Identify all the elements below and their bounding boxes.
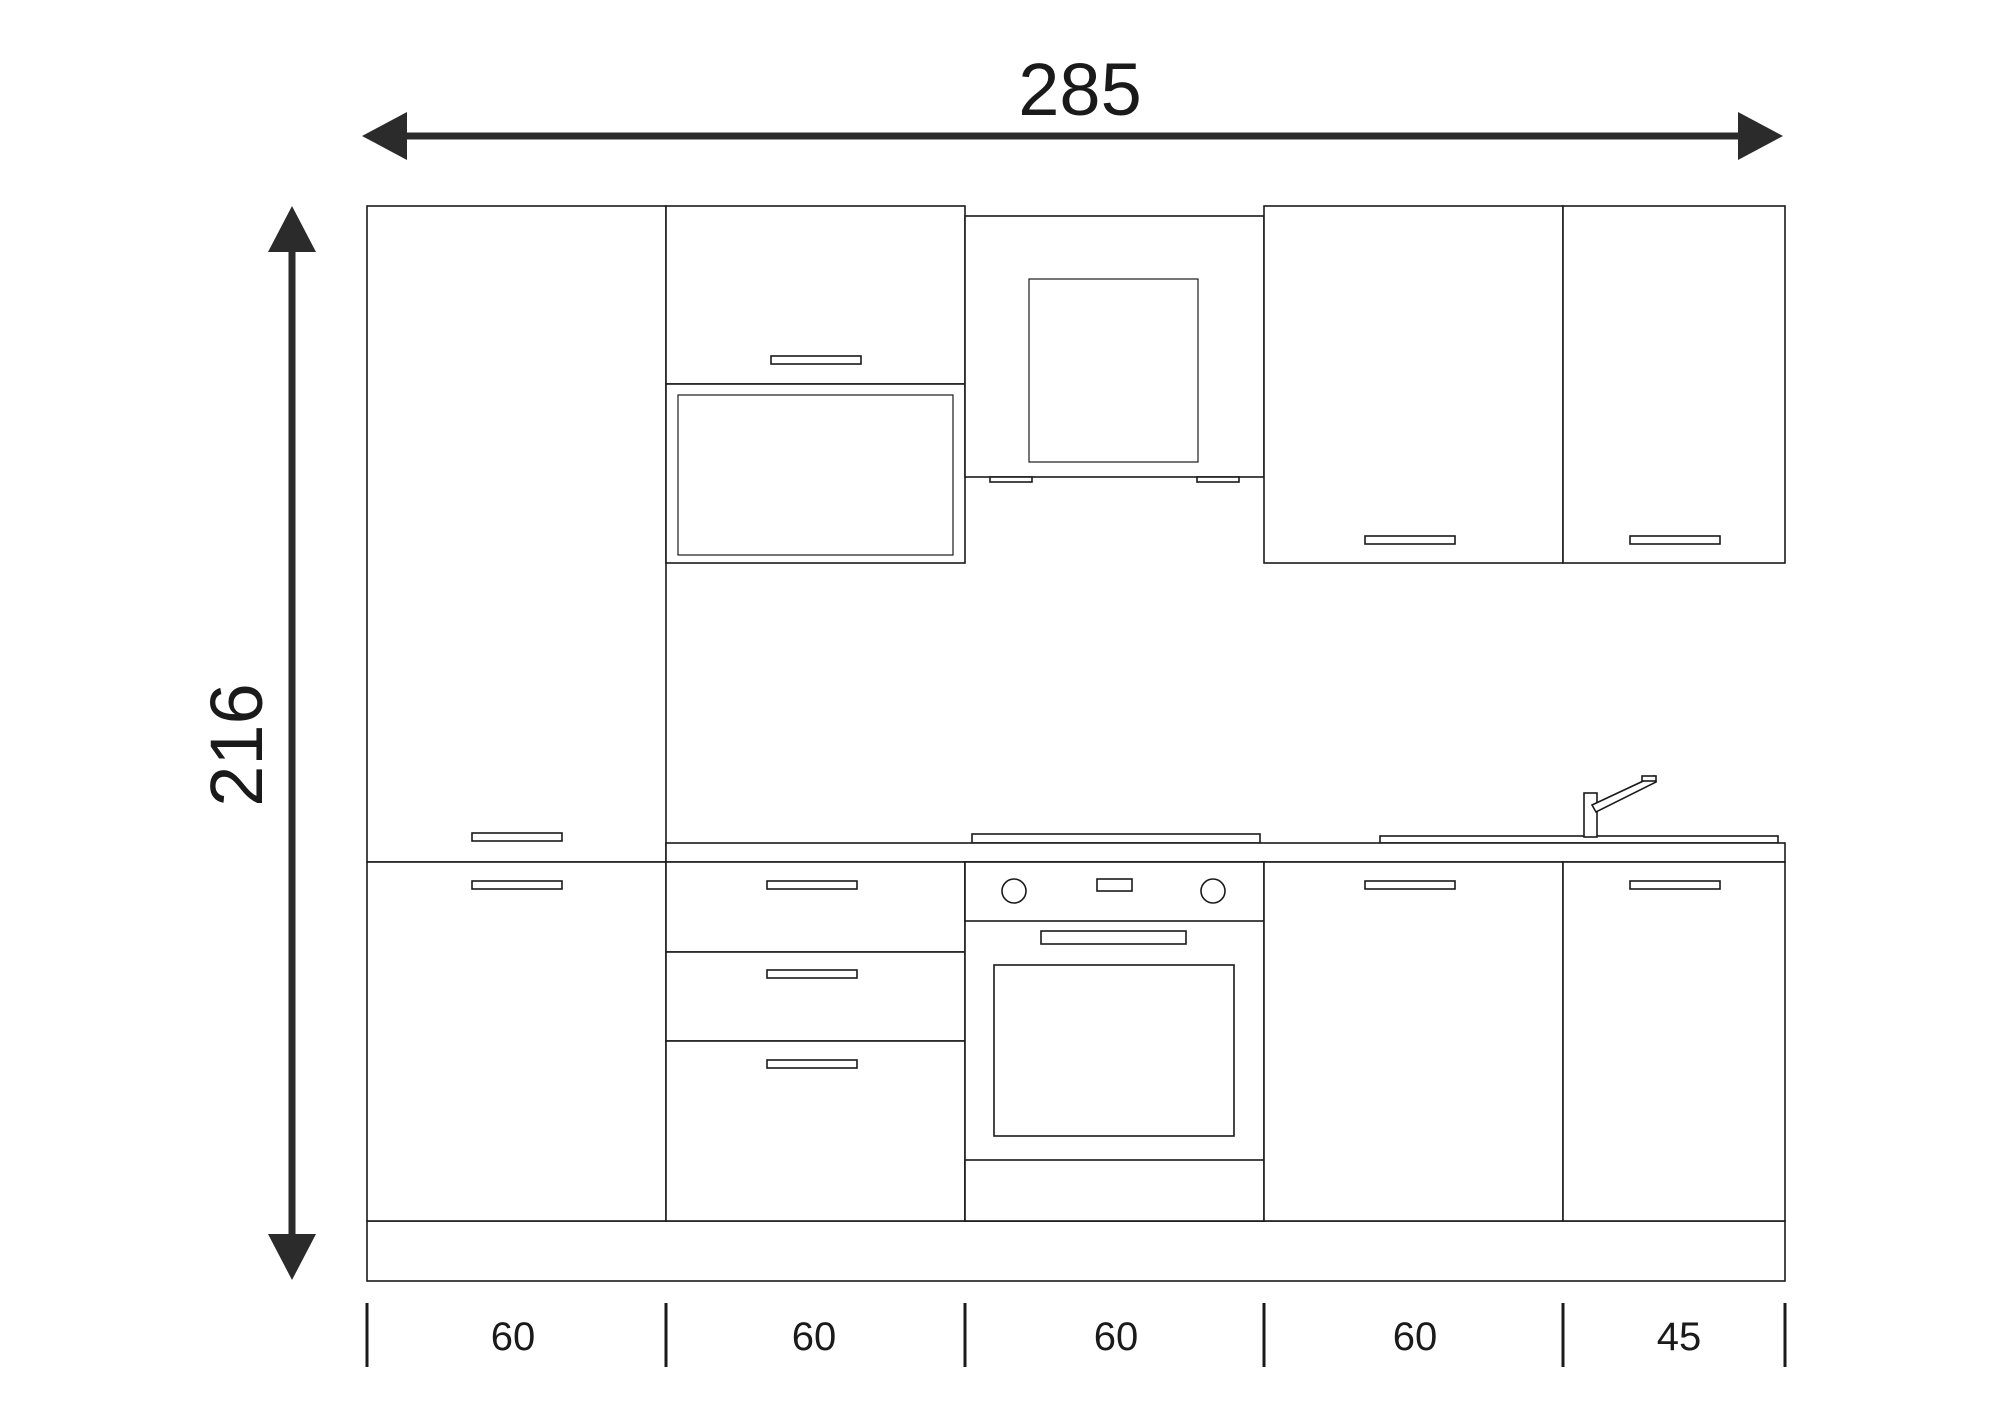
tall-cabinet [366, 205, 667, 1222]
tall-cabinet-upper-door [366, 205, 667, 863]
wall-cabinet-glass-panel [677, 394, 954, 556]
faucet [1583, 774, 1657, 838]
drawer-unit [665, 861, 966, 1222]
module-width-label: 60 [1393, 1315, 1438, 1359]
wall-cabinet-door-4 [1263, 205, 1564, 564]
module-width-label: 45 [1657, 1315, 1702, 1359]
module-width-label: 60 [792, 1315, 837, 1359]
faucet-body [1583, 792, 1598, 838]
drawer-2 [665, 951, 966, 1042]
hood-light-right [1196, 476, 1240, 483]
base-cabinet-door-4 [1263, 861, 1564, 1222]
height-dimension: 216 [195, 206, 316, 1280]
module-dimensions: 60 60 60 60 45 [365, 1303, 1787, 1367]
total-width-label: 285 [1018, 48, 1141, 131]
drawer-1 [665, 861, 966, 953]
hood-panel [1028, 278, 1199, 463]
tall-cabinet-lower-door [366, 861, 667, 1222]
module-width-label: 60 [1094, 1315, 1139, 1359]
hood-light-left [989, 476, 1033, 483]
wall-cabinet-door-5-handle [1629, 535, 1721, 545]
base-cabinets-right [1263, 861, 1786, 1222]
drawer-2-handle [766, 969, 858, 979]
wall-cabinet-glass-frame [665, 383, 966, 564]
base-cabinet-door-5-handle [1629, 880, 1721, 890]
module-width-label: 60 [491, 1315, 536, 1359]
base-cabinet-door-4-handle [1364, 880, 1456, 890]
width-arrow-right [1738, 112, 1783, 160]
sink [1379, 835, 1779, 844]
oven-knob-right [1200, 878, 1226, 904]
faucet-tip [1641, 775, 1657, 782]
countertop [665, 842, 1786, 863]
oven-drawer [964, 1159, 1265, 1222]
plinth [366, 1220, 1786, 1282]
wall-cabinet-flap-handle [770, 355, 862, 365]
tall-cabinet-upper-handle [471, 832, 563, 842]
oven-door-window [993, 964, 1235, 1137]
width-arrow-left [362, 112, 407, 160]
cooker-hood [964, 215, 1265, 483]
width-dimension: 285 [362, 48, 1783, 160]
faucet-spout [1590, 774, 1657, 814]
oven-unit [964, 861, 1265, 1222]
base-cabinet-door-5 [1562, 861, 1786, 1222]
total-height-label: 216 [195, 683, 278, 806]
oven-display [1096, 878, 1133, 892]
wall-cabinet-door-5 [1562, 205, 1786, 564]
drawer-1-handle [766, 880, 858, 890]
height-arrow-bottom [268, 1234, 316, 1280]
hob [971, 833, 1261, 844]
wall-cabinet-flap [665, 205, 966, 564]
drawer-3-handle [766, 1059, 858, 1069]
worktop-area [665, 774, 1786, 863]
drawer-3 [665, 1040, 966, 1222]
wall-cabinet-flap-upper [665, 205, 966, 385]
hood-housing [964, 215, 1265, 478]
tall-cabinet-lower-handle [471, 880, 563, 890]
oven-door-handle [1040, 930, 1187, 945]
height-arrow-top [268, 206, 316, 252]
wall-cabinet-door-4-handle [1364, 535, 1456, 545]
oven-knob-left [1001, 878, 1027, 904]
wall-cabinet-right [1263, 205, 1786, 564]
